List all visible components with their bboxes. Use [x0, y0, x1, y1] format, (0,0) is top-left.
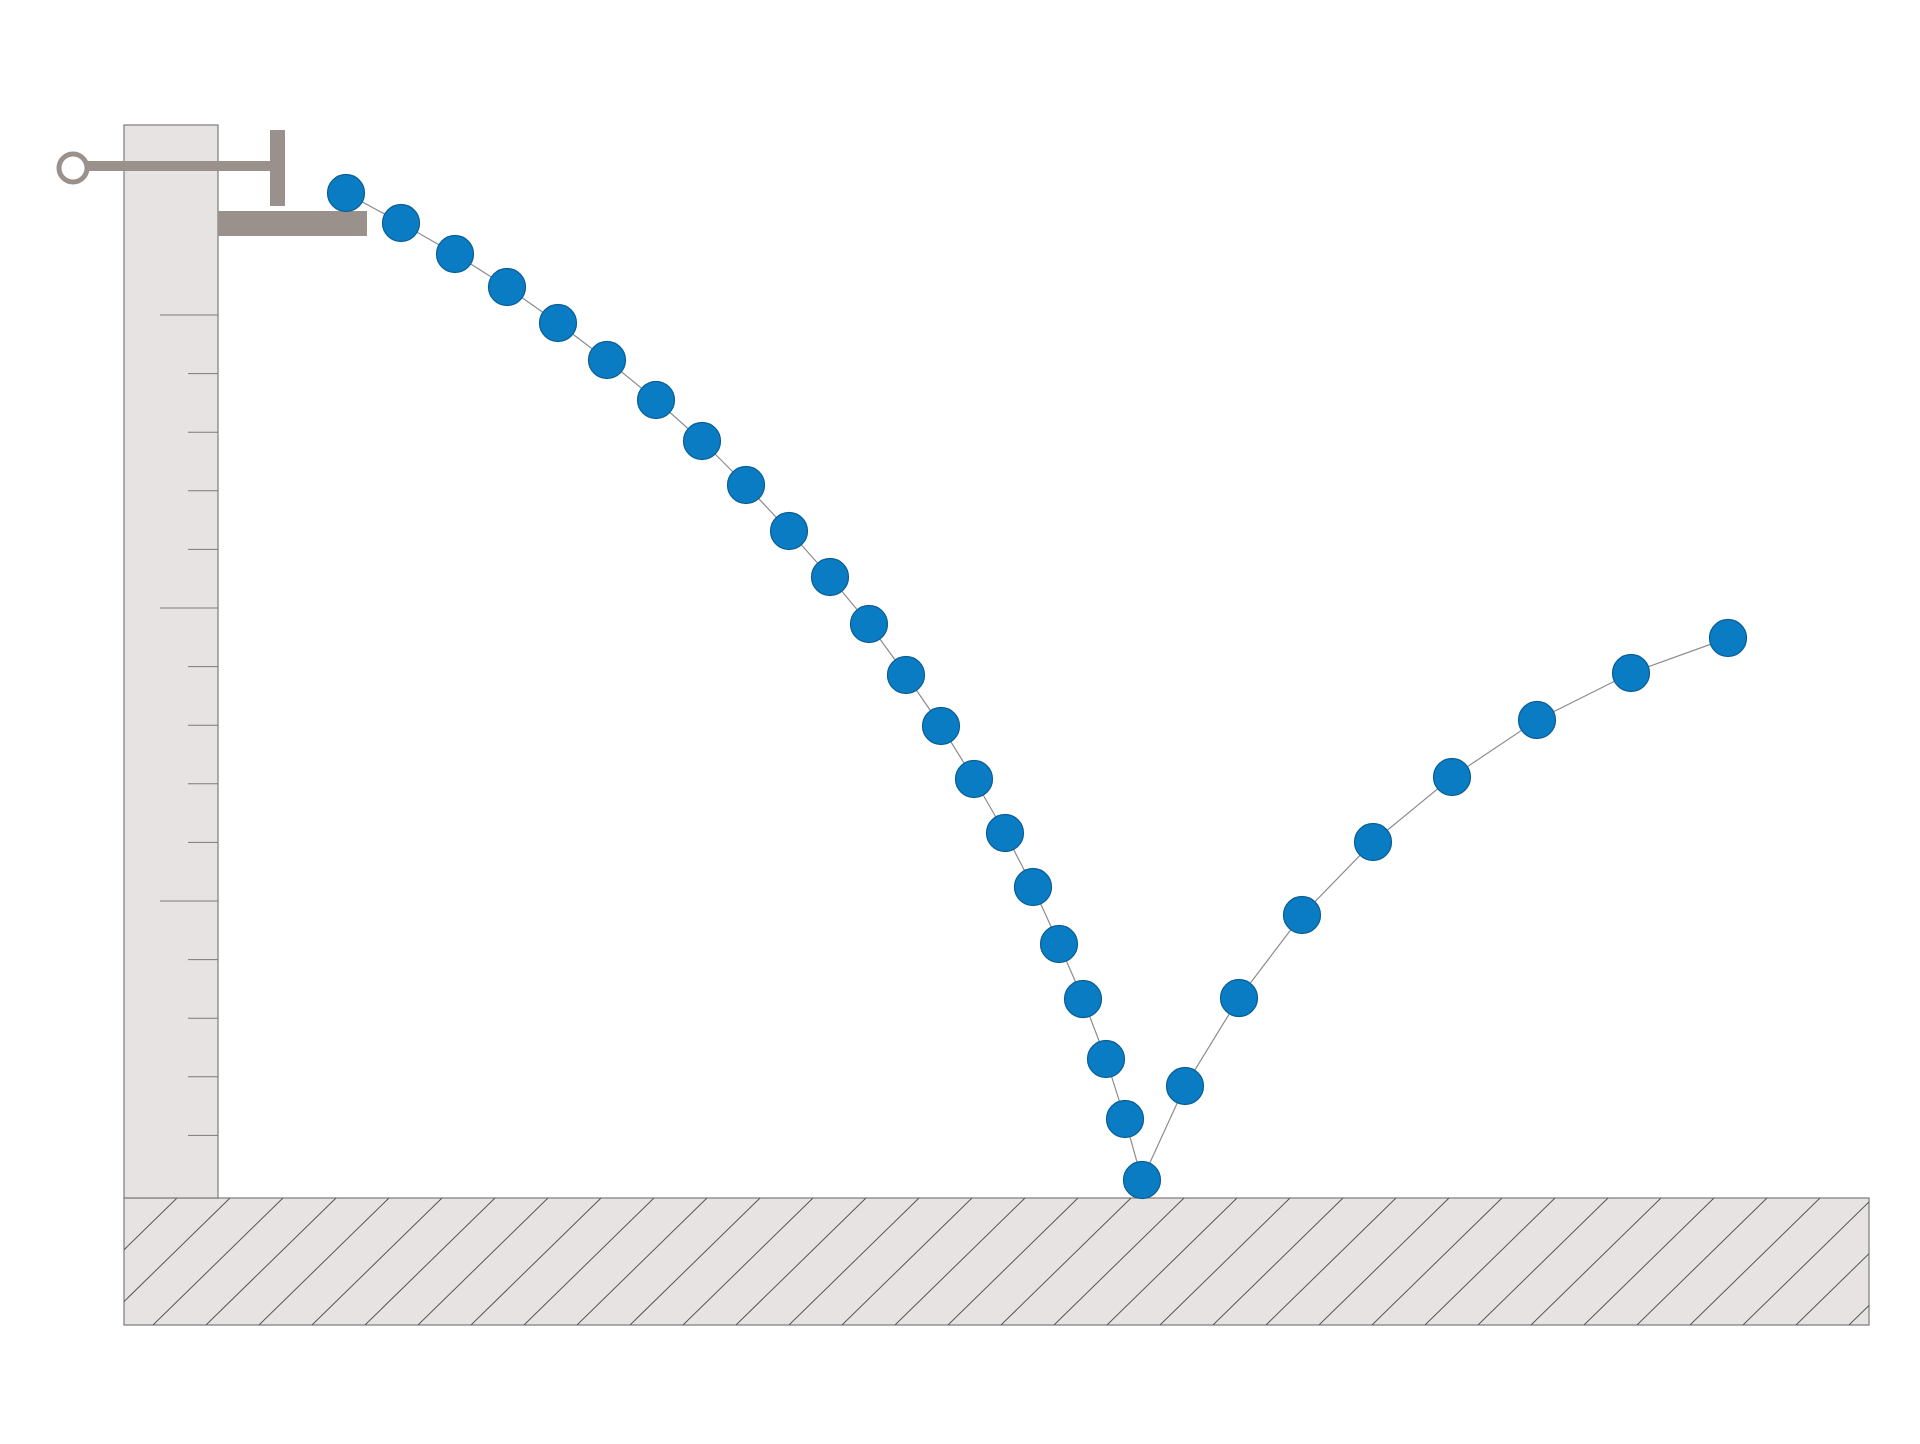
- hatch-line: [1106, 1198, 1238, 1325]
- ball-icon: [1122, 1160, 1162, 1200]
- ground-slab: [123, 1197, 1870, 1326]
- hatch-line: [1371, 1198, 1503, 1325]
- ball-icon: [435, 234, 475, 274]
- ball-icon: [636, 380, 676, 420]
- wall-ruler: [123, 124, 219, 1199]
- ball-icon: [381, 203, 421, 243]
- ball-icon: [538, 303, 578, 343]
- hatch-line: [470, 1198, 602, 1325]
- hatch-line: [1530, 1198, 1662, 1325]
- hatch-line: [1795, 1252, 1869, 1325]
- ball-icon: [1282, 895, 1322, 935]
- ball-icon: [326, 173, 366, 213]
- ball-icon: [954, 759, 994, 799]
- hatch-line: [124, 1198, 231, 1303]
- ball-trajectory: [326, 173, 1748, 1200]
- hatch-line: [1053, 1198, 1185, 1325]
- hatch-line: [576, 1198, 708, 1325]
- hatch-line: [152, 1198, 284, 1325]
- hatch-line: [417, 1198, 549, 1325]
- hatch-line: [124, 1198, 178, 1251]
- hatch-line: [1636, 1198, 1768, 1325]
- ruler-ticks: [160, 314, 218, 1136]
- ball-icon: [1013, 867, 1053, 907]
- hatch-line: [894, 1198, 1026, 1325]
- hatch-line: [1583, 1198, 1715, 1325]
- ball-icon: [1708, 618, 1748, 658]
- hatch-line: [1212, 1198, 1344, 1325]
- hatch-line: [629, 1198, 761, 1325]
- ball-icon: [921, 706, 961, 746]
- ball-icon: [1086, 1039, 1126, 1079]
- ball-icon: [1611, 653, 1651, 693]
- hatch-line: [523, 1198, 655, 1325]
- hatch-line: [1000, 1198, 1132, 1325]
- ball-positions: [326, 173, 1748, 1200]
- hatch-line: [1742, 1201, 1869, 1325]
- hatch-line: [1265, 1198, 1397, 1325]
- ball-icon: [1353, 822, 1393, 862]
- hatch-line: [311, 1198, 443, 1325]
- ball-icon: [810, 557, 850, 597]
- ball-icon: [587, 340, 627, 380]
- ball-icon: [1063, 979, 1103, 1019]
- ground-hatch: [124, 1198, 1869, 1325]
- ball-icon: [1165, 1066, 1205, 1106]
- hatch-line: [1424, 1198, 1556, 1325]
- ball-icon: [487, 267, 527, 307]
- hatch-line: [258, 1198, 390, 1325]
- release-rod: [82, 161, 274, 171]
- hatch-line: [788, 1198, 920, 1325]
- ball-icon: [849, 604, 889, 644]
- ball-icon: [682, 421, 722, 461]
- hatch-line: [1689, 1198, 1821, 1325]
- launch-platform: [218, 211, 367, 236]
- hatch-line: [364, 1198, 496, 1325]
- hatch-line: [735, 1198, 867, 1325]
- ball-icon: [769, 511, 809, 551]
- release-handle: [270, 130, 285, 206]
- hatch-line: [1159, 1198, 1291, 1325]
- ball-icon: [1219, 978, 1259, 1018]
- release-mechanism: [56, 130, 367, 236]
- ball-icon: [1517, 700, 1557, 740]
- hatch-line: [205, 1198, 337, 1325]
- pin-ring-icon: [56, 151, 90, 185]
- wall-post: [123, 124, 219, 1199]
- ball-icon: [726, 465, 766, 505]
- ball-icon: [1105, 1099, 1145, 1139]
- ground: [123, 1197, 1870, 1326]
- ball-icon: [886, 655, 926, 695]
- hatch-line: [682, 1198, 814, 1325]
- hatch-line: [841, 1198, 973, 1325]
- hatch-line: [1477, 1198, 1609, 1325]
- ball-icon: [985, 813, 1025, 853]
- ball-icon: [1039, 924, 1079, 964]
- hatch-line: [1318, 1198, 1450, 1325]
- hatch-line: [947, 1198, 1079, 1325]
- ball-icon: [1432, 757, 1472, 797]
